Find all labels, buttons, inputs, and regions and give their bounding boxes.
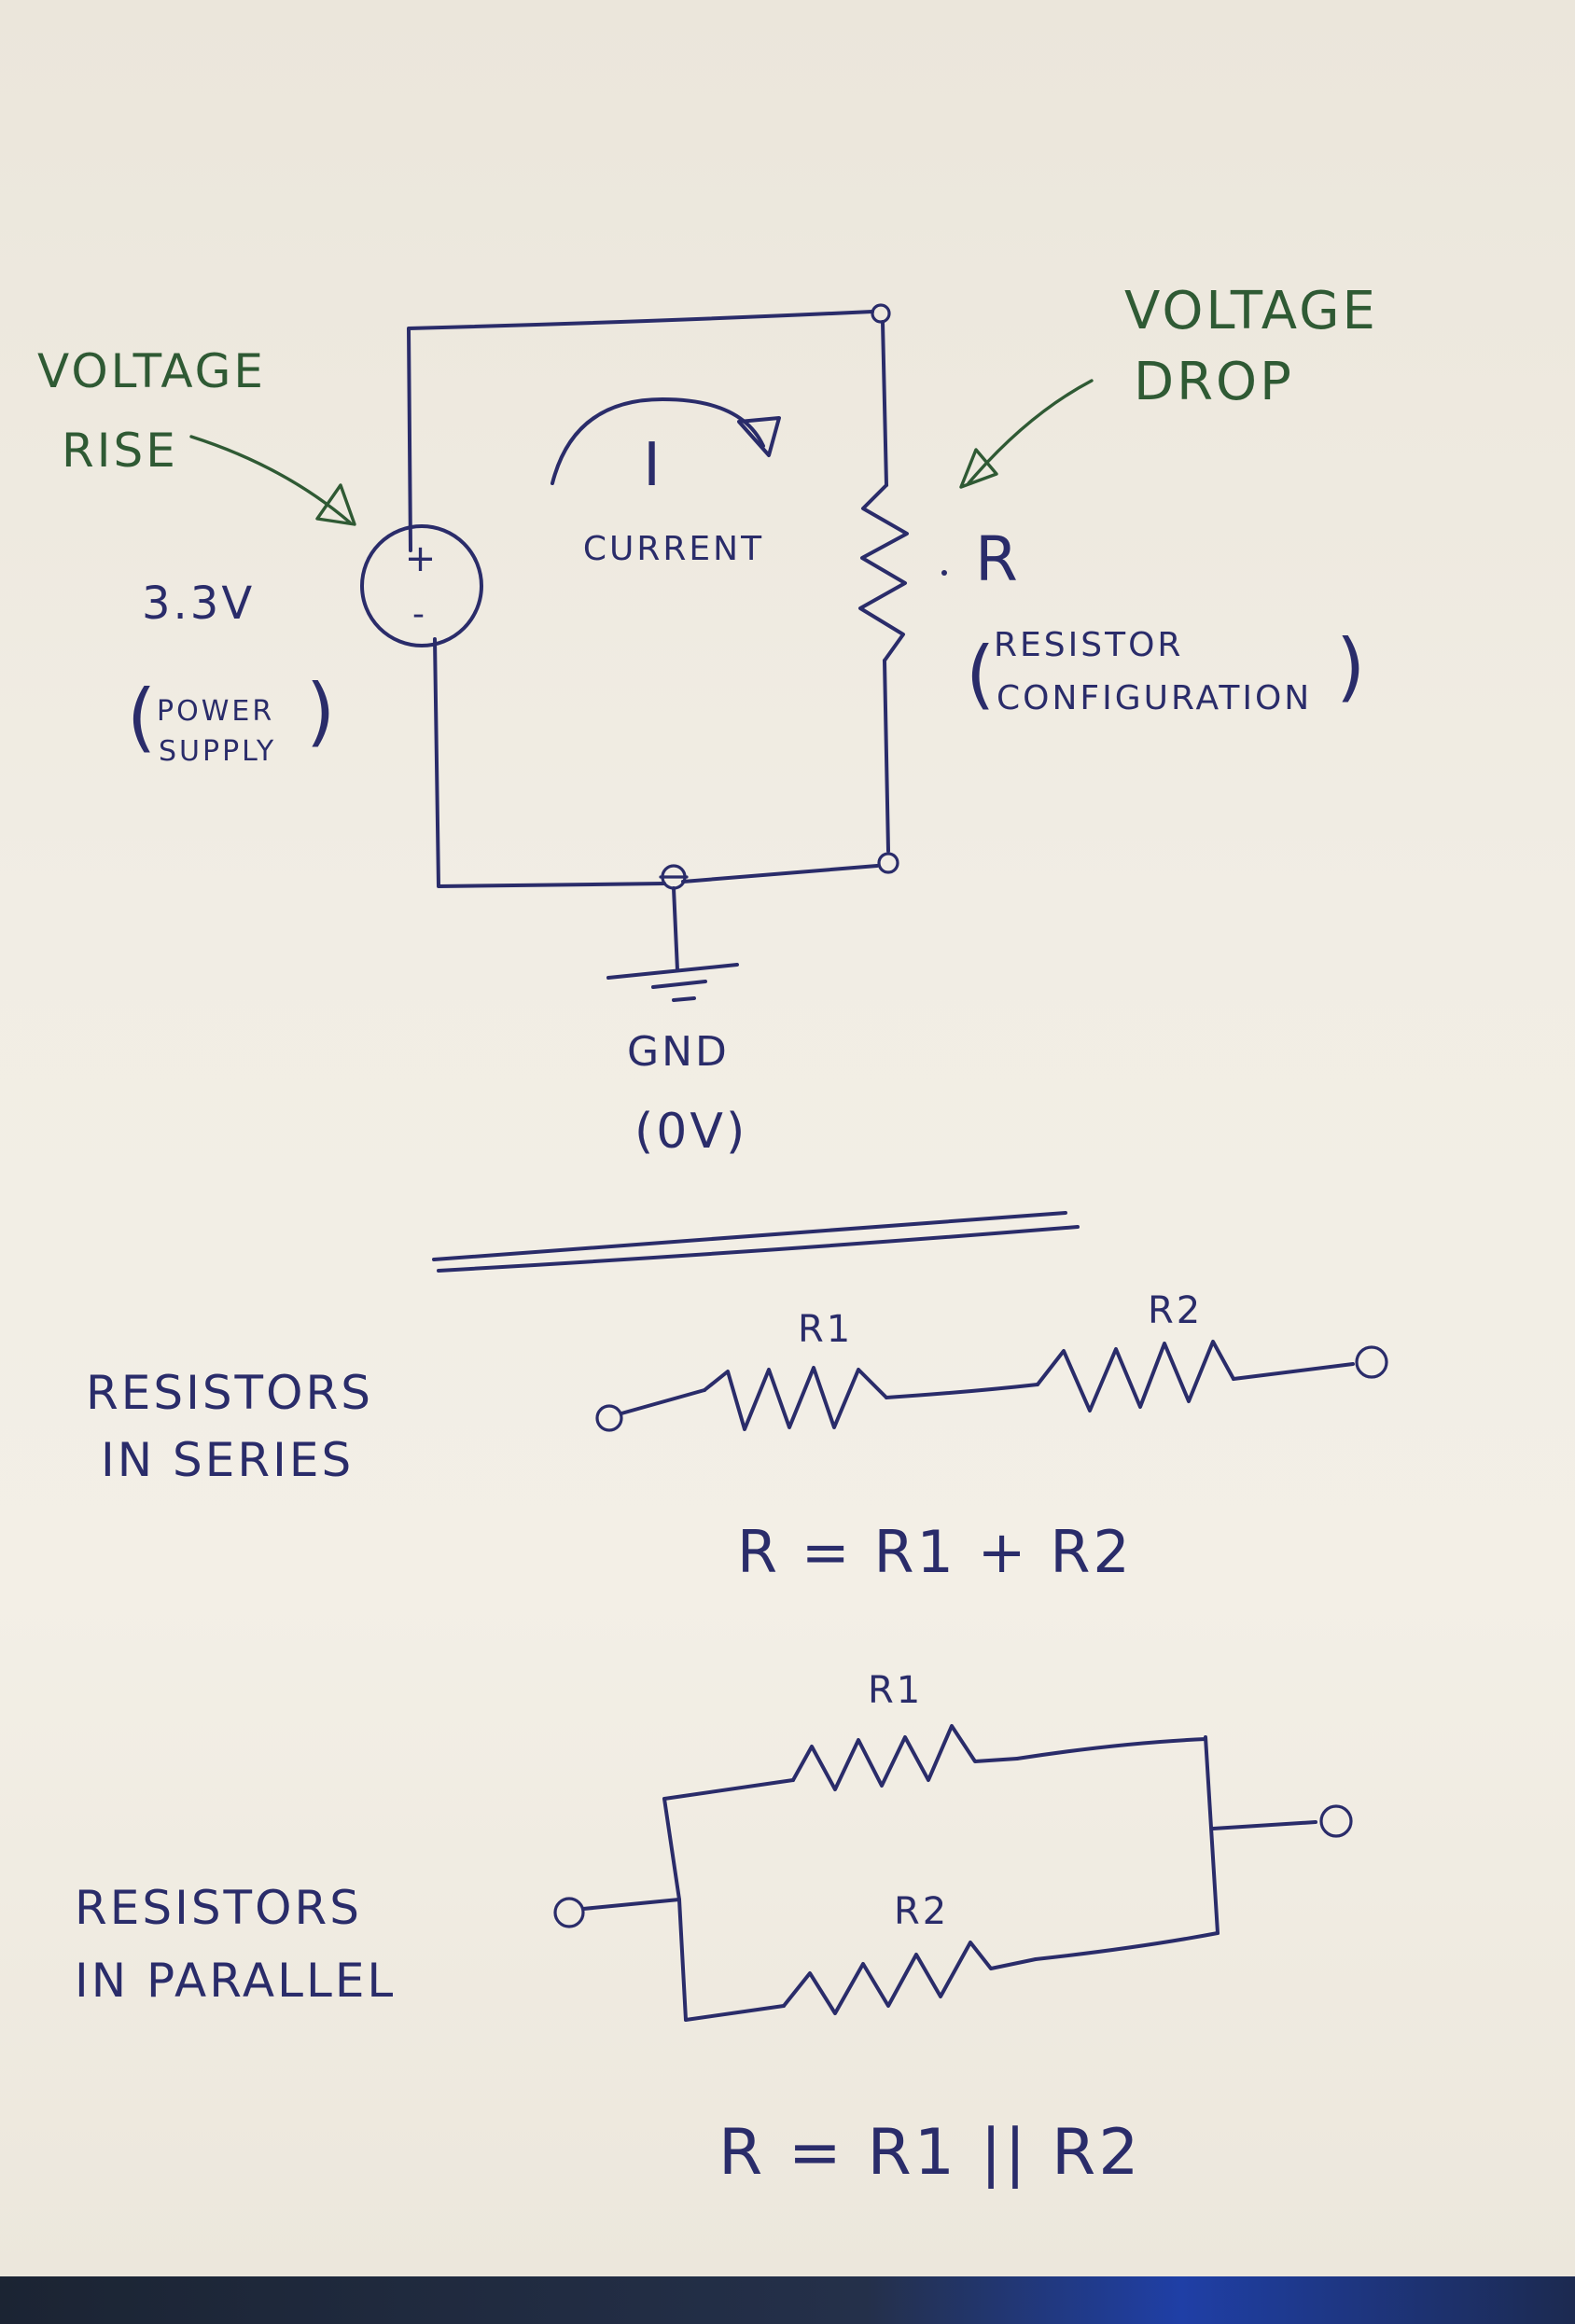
wire-right-lower (883, 659, 890, 853)
resistor-zigzag (858, 483, 909, 662)
current-label: CURRENT (583, 530, 764, 568)
terminal-bottom-right (877, 852, 899, 874)
source-voltage-value: 3.3V (142, 578, 255, 630)
resistor-symbol: R (975, 523, 1021, 595)
series-wire-left (620, 1388, 706, 1415)
series-r2-label: R2 (1148, 1289, 1203, 1332)
series-title-line-1: RESISTORS (86, 1366, 373, 1420)
table-surface-edge (0, 2276, 1575, 2324)
power-supply-open-paren: ( (127, 674, 159, 760)
ground-stem (672, 886, 679, 972)
main-circuit (407, 303, 909, 1002)
wire-right-upper (881, 320, 888, 487)
resistor-config-line-1: RESISTOR (994, 626, 1183, 664)
voltage-rise-line-1: VOLTAGE (37, 344, 266, 398)
parallel-r2-zigzag (782, 1941, 1038, 2015)
series-r1-zigzag (703, 1366, 888, 1431)
voltage-rise-line-2: RISE (62, 424, 178, 478)
voltage-drop-line-2: DROP (1134, 352, 1294, 412)
parallel-top-wire-right (1015, 1737, 1207, 1760)
ground-symbol (606, 963, 739, 1002)
power-supply-close-paren: ) (306, 668, 338, 755)
parallel-title-line-1: RESISTORS (75, 1881, 362, 1935)
current-symbol: I (643, 431, 663, 500)
series-title-line-2: IN SERIES (101, 1433, 354, 1487)
power-supply-line-1: POWER (157, 695, 274, 728)
parallel-bottom-wire-right (1034, 1931, 1220, 1961)
voltage-rise-arrow (189, 435, 352, 524)
parallel-r1-zigzag (791, 1724, 1019, 1791)
parallel-wire-left (581, 1898, 681, 1911)
ground-voltage-value: (0V) (634, 1104, 747, 1160)
parallel-top-wire-left (662, 1778, 795, 1801)
terminal-top-right (871, 303, 891, 324)
voltage-rise-annotation: VOLTAGE RISE (37, 344, 356, 526)
parallel-terminal-left (553, 1897, 585, 1928)
series-r2-zigzag (1036, 1340, 1235, 1412)
paper-background (0, 0, 1575, 2276)
parallel-right-bus (1204, 1735, 1220, 1935)
series-section: RESISTORS IN SERIES R1 R2 R = R1 + R2 (86, 1289, 1388, 1586)
wire-bottom-right (681, 864, 879, 884)
parallel-title-line-2: IN PARALLEL (75, 1954, 396, 2008)
resistor-config-line-2: CONFIGURATION (997, 679, 1312, 717)
parallel-left-bus (662, 1797, 688, 2022)
series-wire-right (1232, 1362, 1355, 1381)
voltage-drop-arrow (967, 379, 1094, 485)
series-r1-label: R1 (798, 1308, 853, 1351)
plus-sign: + (405, 537, 439, 580)
resistor-config-open-paren: ( (966, 631, 997, 717)
parallel-terminal-right (1319, 1804, 1353, 1838)
series-terminal-left (595, 1404, 623, 1432)
voltage-drop-arrowhead-icon (959, 448, 998, 489)
resistor-dot (941, 570, 947, 576)
wire-left-lower (433, 637, 666, 888)
parallel-section: RESISTORS IN PARALLEL R1 R2 R = R1 || R2 (75, 1669, 1353, 2190)
voltage-drop-annotation: VOLTAGE DROP (959, 281, 1378, 489)
parallel-r1-label: R1 (868, 1669, 923, 1712)
parallel-bottom-wire-left (684, 2004, 786, 2022)
separator-line (432, 1211, 1080, 1273)
wire-top (407, 310, 874, 552)
ground-label: GND (627, 1028, 730, 1076)
current-arrowhead-icon (737, 416, 781, 457)
voltage-source-circle (360, 524, 483, 647)
series-wire-middle (885, 1383, 1039, 1399)
series-terminal-right (1355, 1345, 1388, 1379)
minus-sign: - (412, 595, 427, 633)
voltage-rise-arrowhead-icon (315, 483, 356, 526)
voltage-drop-line-1: VOLTAGE (1124, 281, 1378, 341)
power-supply-line-2: SUPPLY (159, 735, 276, 768)
voltage-source: + - (360, 524, 483, 647)
parallel-r2-label: R2 (894, 1890, 949, 1933)
power-supply-label: ( POWER SUPPLY ) (127, 668, 338, 768)
resistor-config-close-paren: ) (1336, 623, 1368, 710)
resistor-configuration-label: ( RESISTOR CONFIGURATION ) (966, 623, 1368, 717)
parallel-formula: R = R1 || R2 (718, 2116, 1142, 2190)
parallel-wire-right (1211, 1820, 1317, 1830)
current-indicator: I CURRENT (551, 397, 781, 568)
series-formula: R = R1 + R2 (737, 1518, 1133, 1586)
